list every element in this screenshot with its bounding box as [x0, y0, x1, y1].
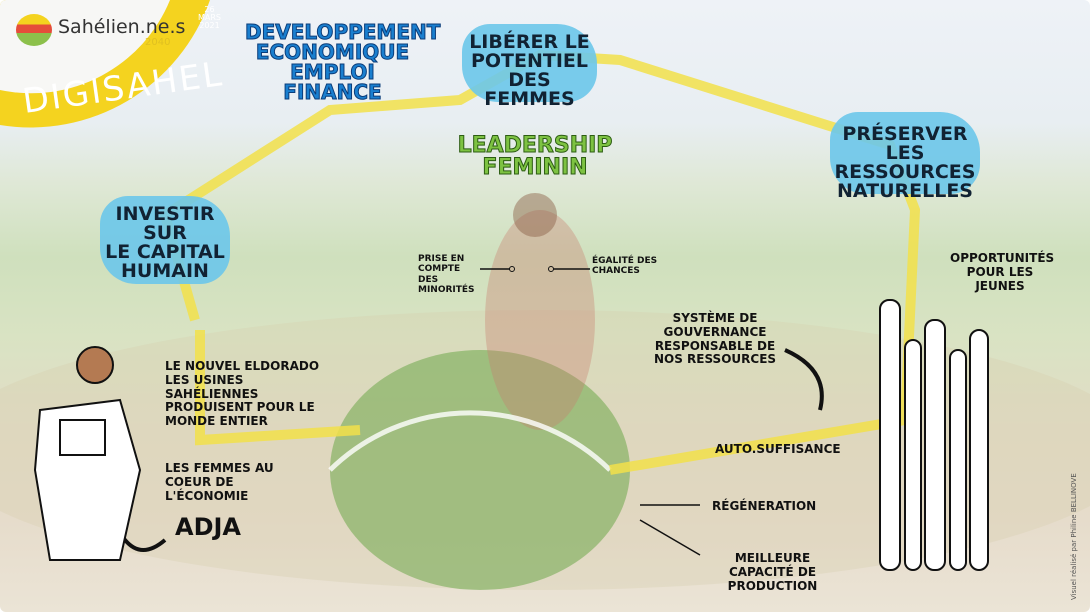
- note-youth: OPPORTUNITÉS POUR LES JEUNES: [950, 251, 1055, 293]
- credit: Visuel réalisé par Philine BELLINOVE: [1070, 473, 1078, 600]
- logo-brand: Sahélien.ne.s: [58, 16, 186, 38]
- note-production: MEILLEURE CAPACITÉ DE PRODUCTION: [727, 551, 818, 593]
- note-eldorado: LE NOUVEL ELDORADO LES USINES SAHÉLIENNE…: [165, 359, 320, 429]
- leaf-bundle: [330, 350, 630, 590]
- adja-figure: [33, 346, 142, 561]
- note-equality: ÉGALITÉ DES CHANCES: [592, 256, 658, 277]
- arrow-icon: [784, 348, 824, 411]
- blob-women: [462, 24, 597, 102]
- woman-figure: [485, 210, 595, 430]
- note-regeneration: RÉGÉNERATION: [712, 499, 817, 513]
- logo-icon: [16, 14, 52, 46]
- blob-resources: [830, 112, 980, 194]
- note-governance: SYSTÈME DE GOUVERNANCE RESPONSABLE DE NO…: [653, 311, 777, 367]
- note-women-economy: LES FEMMES AU COEUR DE L'ÉCONOMIE: [165, 461, 274, 503]
- logo-year: 2040: [145, 37, 171, 48]
- youth-figures: [879, 299, 989, 571]
- blob-human: [100, 196, 230, 284]
- note-self-sufficiency: AUTO.SUFFISANCE: [715, 442, 841, 456]
- note-adja: ADJA: [175, 513, 241, 541]
- note-minorities: PRISE EN COMPTE DES MINORITÉS: [418, 254, 475, 296]
